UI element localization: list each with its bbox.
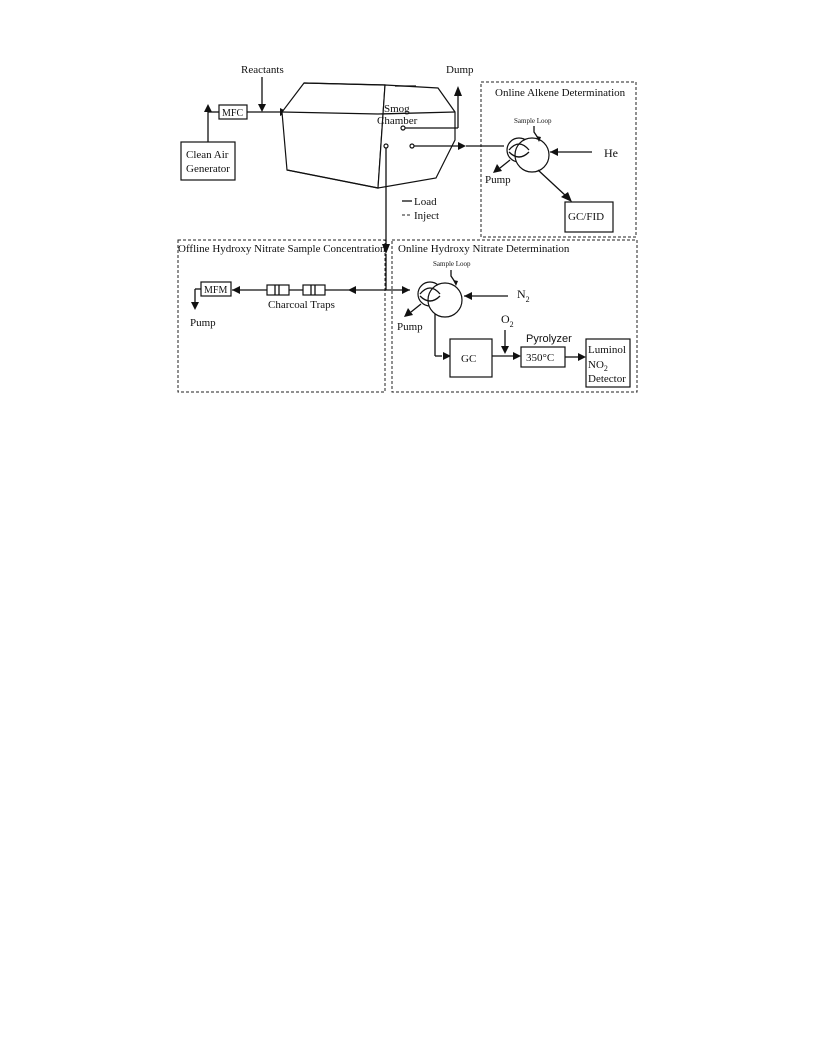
- luminol-detector-box: [585, 338, 631, 388]
- arrow-head: [382, 244, 390, 254]
- reactants-label: Reactants: [241, 64, 284, 76]
- pyrolyzer-temp-label: 350°C: [526, 352, 554, 364]
- arrow-head: [458, 142, 466, 150]
- inject-legend-label: Inject: [414, 210, 439, 222]
- luminol-label-line2: NO2: [588, 359, 608, 373]
- arrow-head: [191, 302, 199, 310]
- arrow-head: [232, 286, 240, 294]
- clean-air-generator-box: [180, 141, 236, 181]
- alkene-sample-loop-label: Sample Loop: [514, 117, 552, 125]
- hydroxy-sample-loop-label: Sample Loop: [433, 260, 471, 268]
- offline-hydroxy-title: Offline Hydroxy Nitrate Sample Concentra…: [178, 243, 386, 255]
- smog-chamber-label-line1: Smog: [384, 103, 410, 115]
- arrow-head: [348, 286, 356, 294]
- arrow-head: [258, 104, 266, 112]
- dump-port: [400, 125, 406, 131]
- clean-air-generator-label-line1: Clean Air: [186, 149, 229, 161]
- arrow-head: [561, 192, 572, 202]
- n2-label: N2: [517, 287, 530, 304]
- offline-pump-label: Pump: [190, 317, 216, 329]
- dump-label: Dump: [446, 64, 474, 76]
- alkene-sample-port: [409, 143, 415, 149]
- gc-fid-box: [564, 201, 614, 233]
- o2-label: O2: [501, 312, 514, 329]
- gc-label: GC: [461, 353, 476, 365]
- smog-chamber-label-line2: Chamber: [377, 115, 418, 127]
- he-label: He: [604, 146, 618, 160]
- mfm-label: MFM: [204, 285, 227, 296]
- arrow-head: [513, 352, 521, 360]
- pyrolyzer-label: Pyrolyzer: [526, 333, 572, 345]
- charcoal-traps-label: Charcoal Traps: [268, 299, 335, 311]
- clean-air-generator-label-line2: Generator: [186, 163, 230, 175]
- charcoal-trap-1: [266, 284, 290, 296]
- luminol-label-line1: Luminol: [588, 344, 626, 356]
- arrow-head: [550, 148, 558, 156]
- online-hydroxy-title: Online Hydroxy Nitrate Determination: [398, 243, 570, 255]
- online-alkene-region: [480, 81, 637, 238]
- luminol-label-line3: Detector: [588, 373, 626, 385]
- gc-box: [449, 338, 493, 378]
- arrow-head: [404, 308, 413, 317]
- load-legend-label: Load: [414, 196, 437, 208]
- arrow-head: [453, 280, 458, 286]
- arrow-head: [493, 164, 502, 173]
- hydroxy-valve: [417, 281, 463, 318]
- online-hydroxy-region: [391, 239, 638, 393]
- online-alkene-title: Online Alkene Determination: [495, 87, 626, 99]
- hydroxy-pump-label: Pump: [397, 321, 423, 333]
- hydroxy-sample-port: [383, 143, 389, 149]
- arrow-head: [536, 136, 541, 142]
- gc-fid-label: GC/FID: [568, 211, 604, 223]
- mfc-label: MFC: [222, 108, 243, 119]
- smog-chamber: [281, 82, 456, 189]
- arrow-head: [578, 353, 586, 361]
- arrow-head: [443, 352, 451, 360]
- alkene-valve: [506, 137, 550, 173]
- alkene-pump-label: Pump: [485, 174, 511, 186]
- arrow-head: [454, 86, 462, 96]
- charcoal-trap-2: [302, 284, 326, 296]
- arrow-head: [464, 292, 472, 300]
- arrow-head: [204, 104, 212, 112]
- offline-hydroxy-region: [177, 239, 386, 393]
- arrow-head: [402, 286, 410, 294]
- arrow-head: [501, 346, 509, 354]
